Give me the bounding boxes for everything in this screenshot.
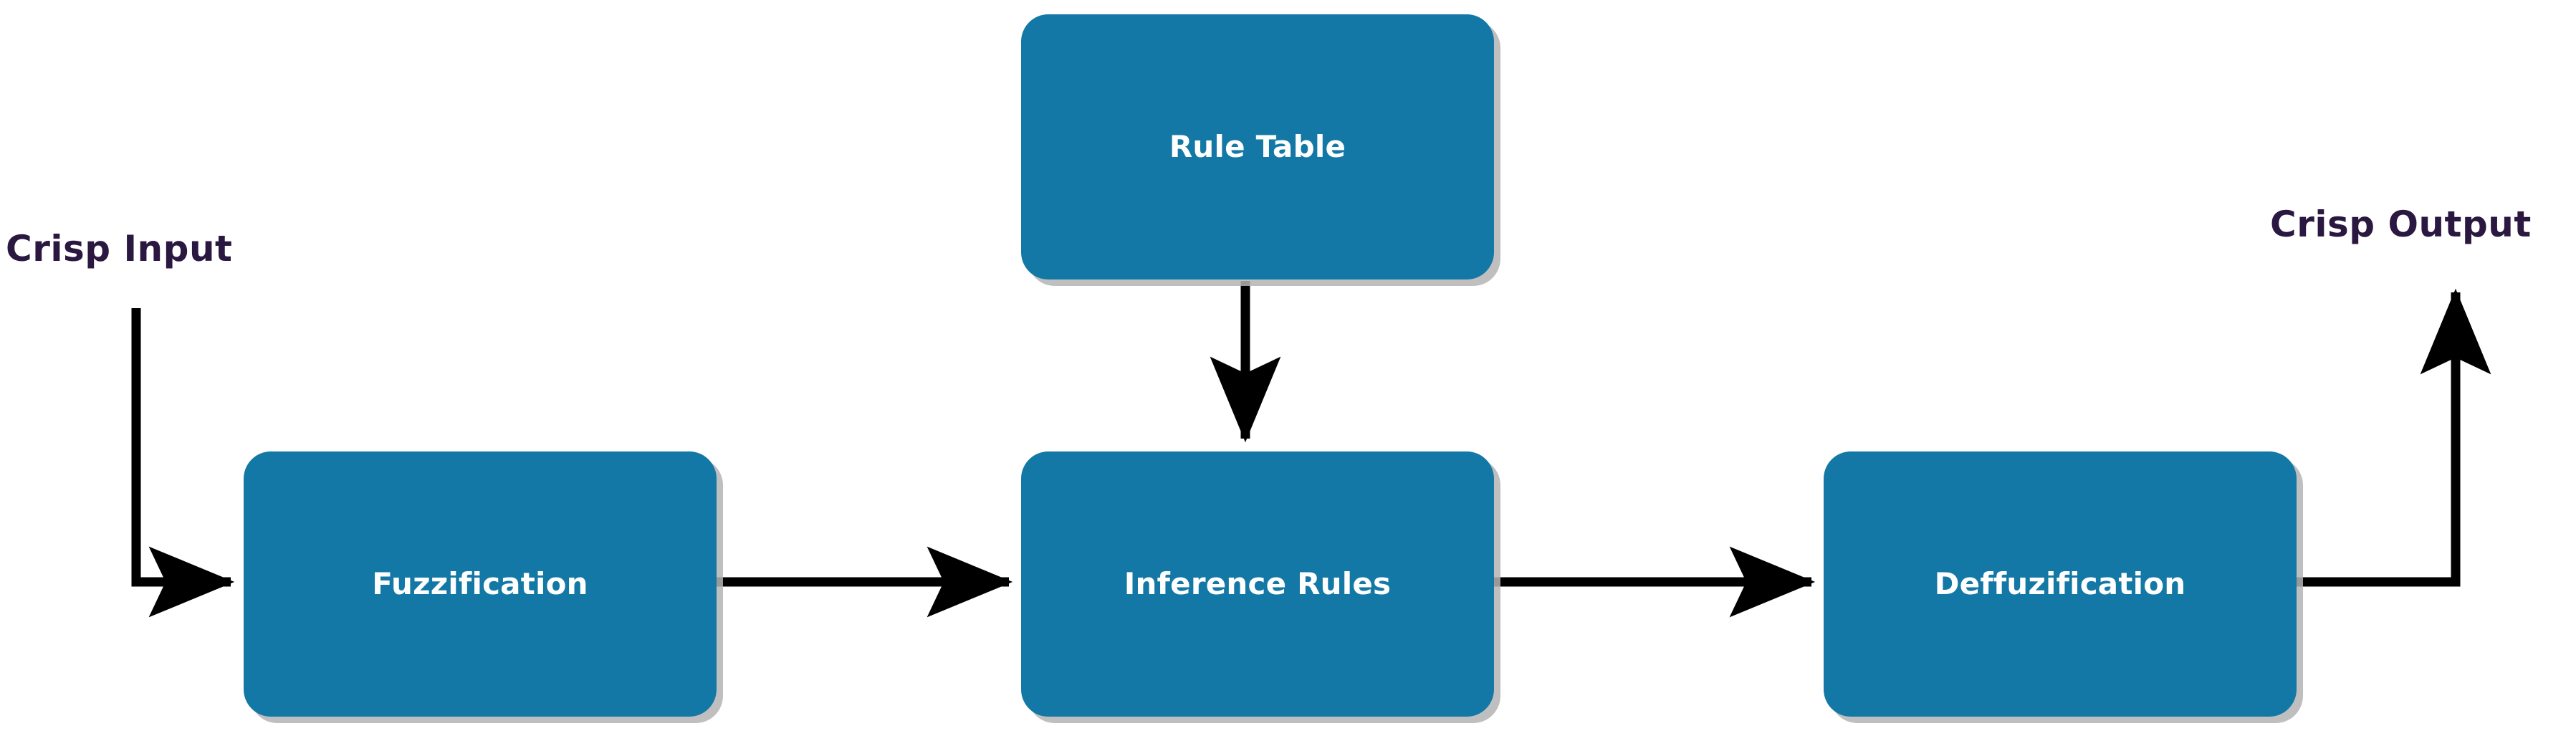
node-fuzzification-label: Fuzzification [372, 566, 588, 601]
edge-input-to-fuzzification [131, 308, 235, 618]
crisp-input-label: Crisp Input [6, 228, 233, 269]
crisp-output-label: Crisp Output [2270, 204, 2532, 245]
node-deffuzification-label: Deffuzification [1934, 566, 2186, 601]
node-deffuzification[interactable]: Deffuzification [1824, 451, 2297, 717]
node-rule-table[interactable]: Rule Table [1021, 14, 1494, 279]
node-inference-rules[interactable]: Inference Rules [1021, 451, 1494, 717]
node-fuzzification[interactable]: Fuzzification [244, 451, 717, 717]
node-rule-table-label: Rule Table [1169, 129, 1346, 164]
node-inference-rules-label: Inference Rules [1124, 566, 1392, 601]
edge-deffuzification-to-output [2297, 288, 2491, 587]
